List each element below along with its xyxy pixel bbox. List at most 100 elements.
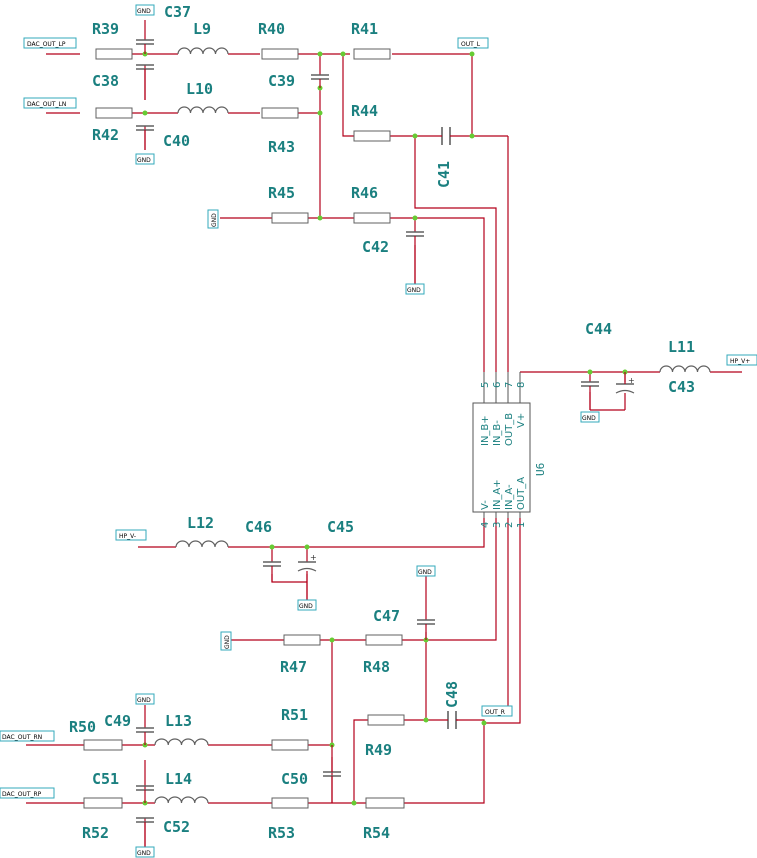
ref-l12: L12 xyxy=(187,514,214,532)
ref-c48: C48 xyxy=(443,681,461,708)
resistor-r46[interactable] xyxy=(353,212,391,224)
capacitor-c48[interactable] xyxy=(447,711,457,729)
ref-c41: C41 xyxy=(435,161,453,188)
gnd-label-r47[interactable]: GND xyxy=(220,631,232,651)
svg-text:HP_V-: HP_V- xyxy=(119,533,136,540)
resistor-r50[interactable] xyxy=(83,739,123,751)
capacitor-c47[interactable] xyxy=(417,619,435,625)
ic-pin-label-out-a: OUT_A xyxy=(516,477,527,510)
svg-text:GND: GND xyxy=(137,850,151,857)
ref-c40: C40 xyxy=(163,132,190,150)
svg-text:DAC_OUT_LN: DAC_OUT_LN xyxy=(27,101,66,108)
gnd-label-c45[interactable]: GND xyxy=(297,599,317,611)
resistor-r53[interactable] xyxy=(271,797,309,809)
capacitor-c37[interactable] xyxy=(136,39,154,45)
resistor-r47[interactable] xyxy=(283,634,321,646)
svg-text:OUT_L: OUT_L xyxy=(461,41,481,48)
resistor-r42[interactable] xyxy=(95,107,133,119)
capacitors xyxy=(136,39,635,823)
net-label-out-l[interactable]: OUT_L xyxy=(457,37,489,49)
gnd-label-c47[interactable]: GND xyxy=(416,565,436,577)
ref-r52: R52 xyxy=(82,824,109,842)
resistor-r43[interactable] xyxy=(261,107,299,119)
ref-r48: R48 xyxy=(363,658,390,676)
gnd-label-c44[interactable]: GND xyxy=(580,411,600,423)
capacitor-c39[interactable] xyxy=(311,74,329,80)
net-label-dac-out-rn[interactable]: DAC_OUT_RN xyxy=(0,730,55,742)
ref-c50: C50 xyxy=(281,770,308,788)
capacitor-c38[interactable] xyxy=(136,64,154,100)
capacitor-c44[interactable] xyxy=(581,381,599,387)
svg-text:GND: GND xyxy=(418,569,432,576)
ic-pin-num-2: 2 xyxy=(504,522,515,528)
ic-pin-label-out-b: OUT_B xyxy=(504,413,515,446)
ref-r47: R47 xyxy=(280,658,307,676)
inductor-l11[interactable] xyxy=(659,365,711,373)
capacitor-c42[interactable] xyxy=(406,231,424,237)
resistor-r52[interactable] xyxy=(83,797,123,809)
ref-r42: R42 xyxy=(92,126,119,144)
capacitor-c46[interactable] xyxy=(263,561,281,567)
inductor-l10[interactable] xyxy=(177,106,229,114)
resistor-r54[interactable] xyxy=(365,797,405,809)
gnd-label-c52[interactable]: GND xyxy=(135,846,155,858)
ref-r40: R40 xyxy=(258,20,285,38)
capacitor-c43[interactable] xyxy=(615,383,635,394)
capacitor-c45[interactable] xyxy=(297,561,317,572)
resistor-r39[interactable] xyxy=(95,48,133,60)
gnd-label-c42[interactable]: GND xyxy=(405,283,425,295)
polarity-mark-c43: + xyxy=(628,376,635,385)
gnd-label-c37[interactable]: GND xyxy=(135,4,155,16)
svg-text:GND: GND xyxy=(224,635,231,649)
ref-c39: C39 xyxy=(268,72,295,90)
svg-text:GND: GND xyxy=(137,8,151,15)
inductor-l14[interactable] xyxy=(154,796,209,804)
ref-l14: L14 xyxy=(165,770,192,788)
ref-c45: C45 xyxy=(327,518,354,536)
net-label-hp-vminus[interactable]: HP_V- xyxy=(115,529,147,541)
svg-text:GND: GND xyxy=(211,213,218,227)
inductor-l9[interactable] xyxy=(177,47,229,55)
resistor-r48[interactable] xyxy=(365,634,403,646)
resistor-r41[interactable] xyxy=(353,48,391,60)
gnd-label-r45[interactable]: GND xyxy=(207,209,219,229)
gnd-label-c40[interactable]: GND xyxy=(135,153,155,165)
svg-text:DAC_OUT_LP: DAC_OUT_LP xyxy=(27,41,66,48)
ref-l9: L9 xyxy=(193,20,211,38)
ref-c51: C51 xyxy=(92,770,119,788)
gnd-label-c49[interactable]: GND xyxy=(135,693,155,705)
ref-c43: C43 xyxy=(668,378,695,396)
resistor-r45[interactable] xyxy=(271,212,309,224)
ref-r49: R49 xyxy=(365,741,392,759)
ic-u6[interactable]: IN_B+ IN_B- OUT_B V+ 5 6 7 8 V- IN_A+ IN… xyxy=(472,372,547,528)
net-label-hp-vplus[interactable]: HP_V+ xyxy=(726,354,757,366)
net-label-dac-out-rp[interactable]: DAC_OUT_RP xyxy=(0,787,55,799)
ic-pin-label-in-a-minus: IN_A- xyxy=(504,484,515,510)
capacitor-c49[interactable] xyxy=(136,727,154,733)
inductor-l13[interactable] xyxy=(154,738,209,746)
ic-u6-body[interactable] xyxy=(472,402,531,513)
ref-c46: C46 xyxy=(245,518,272,536)
net-label-out-r[interactable]: OUT_R xyxy=(481,705,513,717)
capacitor-c41[interactable] xyxy=(441,127,451,145)
ref-c52: C52 xyxy=(163,818,190,836)
resistor-r51[interactable] xyxy=(271,739,309,751)
resistors xyxy=(83,48,405,809)
ref-c37: C37 xyxy=(164,3,191,21)
inductors xyxy=(154,47,711,804)
svg-text:GND: GND xyxy=(407,287,421,294)
ref-l13: L13 xyxy=(165,712,192,730)
svg-text:GND: GND xyxy=(137,157,151,164)
inductor-l12[interactable] xyxy=(175,540,229,548)
ref-c47: C47 xyxy=(373,607,400,625)
ref-r39: R39 xyxy=(92,20,119,38)
ref-r43: R43 xyxy=(268,138,295,156)
resistor-r40[interactable] xyxy=(261,48,299,60)
net-label-dac-out-lp[interactable]: DAC_OUT_LP xyxy=(23,37,77,49)
resistor-r44[interactable] xyxy=(353,130,391,142)
ic-pin-label-vplus: V+ xyxy=(516,413,527,428)
polarity-mark-c45: + xyxy=(310,553,317,562)
net-label-dac-out-ln[interactable]: DAC_OUT_LN xyxy=(23,97,77,109)
ref-r53: R53 xyxy=(268,824,295,842)
resistor-r49[interactable] xyxy=(367,714,405,726)
